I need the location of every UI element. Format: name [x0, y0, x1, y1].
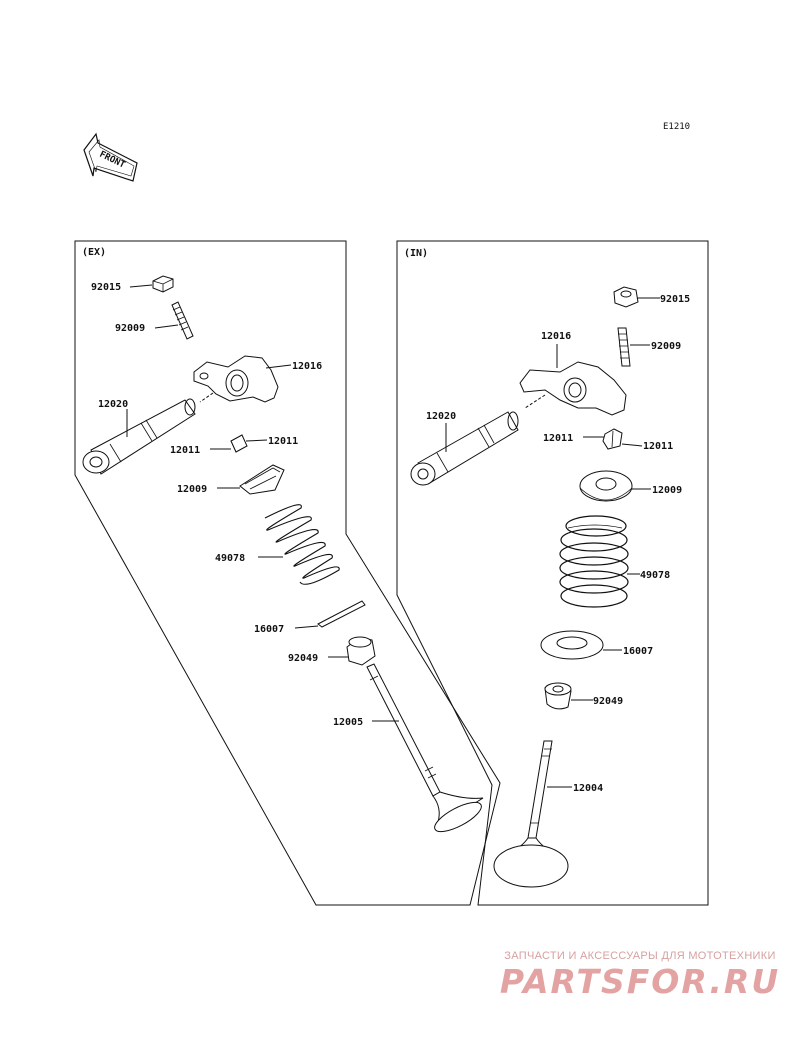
- ex-spring-seat-part: [317, 600, 366, 628]
- ex-valve-spring-part: [264, 504, 340, 585]
- ex-cotter-label-left: 12011: [170, 445, 200, 456]
- in-spring-seat-part: [540, 630, 604, 660]
- in-valve-spring-label: 49078: [640, 570, 670, 581]
- ex-valve-seal-part: [346, 636, 376, 666]
- in-valve-label: 12004: [573, 783, 603, 794]
- in-rocker-arm-label: 12016: [541, 331, 571, 342]
- ex-valve-spring-label: 49078: [215, 553, 245, 564]
- ex-adjust-screw-part: [171, 301, 194, 340]
- in-valve-seal-label: 92049: [593, 696, 623, 707]
- ex-panel-label: (EX): [82, 247, 106, 258]
- watermark-logo: PARTSFOR.RU: [499, 962, 781, 1001]
- in-panel-label: (IN): [404, 248, 428, 259]
- ex-cotter-label-right: 12011: [268, 436, 298, 447]
- in-nut-part: [613, 286, 639, 308]
- in-cotter-label-left: 12011: [543, 433, 573, 444]
- ex-retainer-label: 12009: [177, 484, 207, 495]
- ex-panel-frame: [74, 240, 501, 906]
- ex-retainer-part: [239, 464, 285, 495]
- in-cotter-part: [602, 428, 623, 450]
- in-valve-part: [493, 740, 569, 888]
- in-rocker-shaft-part: [410, 411, 519, 486]
- diagram-code: E1210: [663, 122, 690, 132]
- ex-rocker-shaft-part: [82, 398, 196, 475]
- ex-adjust-screw-label: 92009: [115, 323, 145, 334]
- ex-rocker-arm-label: 12016: [292, 361, 322, 372]
- in-rocker-arm-part: [519, 361, 627, 416]
- front-arrow-icon: FRONT: [83, 132, 138, 182]
- in-retainer-label: 12009: [652, 485, 682, 496]
- in-nut-label: 92015: [660, 294, 690, 305]
- ex-valve-label: 12005: [333, 717, 363, 728]
- in-adjust-screw-label: 92009: [651, 341, 681, 352]
- in-retainer-part: [579, 470, 633, 502]
- watermark-tagline: ЗАПЧАСТИ И АКСЕССУАРЫ ДЛЯ МОТОТЕХНИКИ: [504, 950, 776, 962]
- in-spring-seat-label: 16007: [623, 646, 653, 657]
- in-cotter-label-right: 12011: [643, 441, 673, 452]
- ex-spring-seat-label: 16007: [254, 624, 284, 635]
- ex-rocker-arm-part: [193, 355, 279, 403]
- in-valve-seal-part: [544, 682, 572, 710]
- ex-cotter-part: [230, 434, 248, 453]
- ex-rocker-shaft-label: 12020: [98, 399, 128, 410]
- in-valve-spring-part: [559, 515, 629, 608]
- ex-valve-seal-label: 92049: [288, 653, 318, 664]
- ex-nut-label: 92015: [91, 282, 121, 293]
- in-rocker-shaft-label: 12020: [426, 411, 456, 422]
- in-adjust-screw-part: [617, 327, 631, 367]
- in-panel-frame: [396, 240, 709, 906]
- ex-valve-part: [366, 663, 484, 833]
- ex-nut-part: [152, 275, 174, 293]
